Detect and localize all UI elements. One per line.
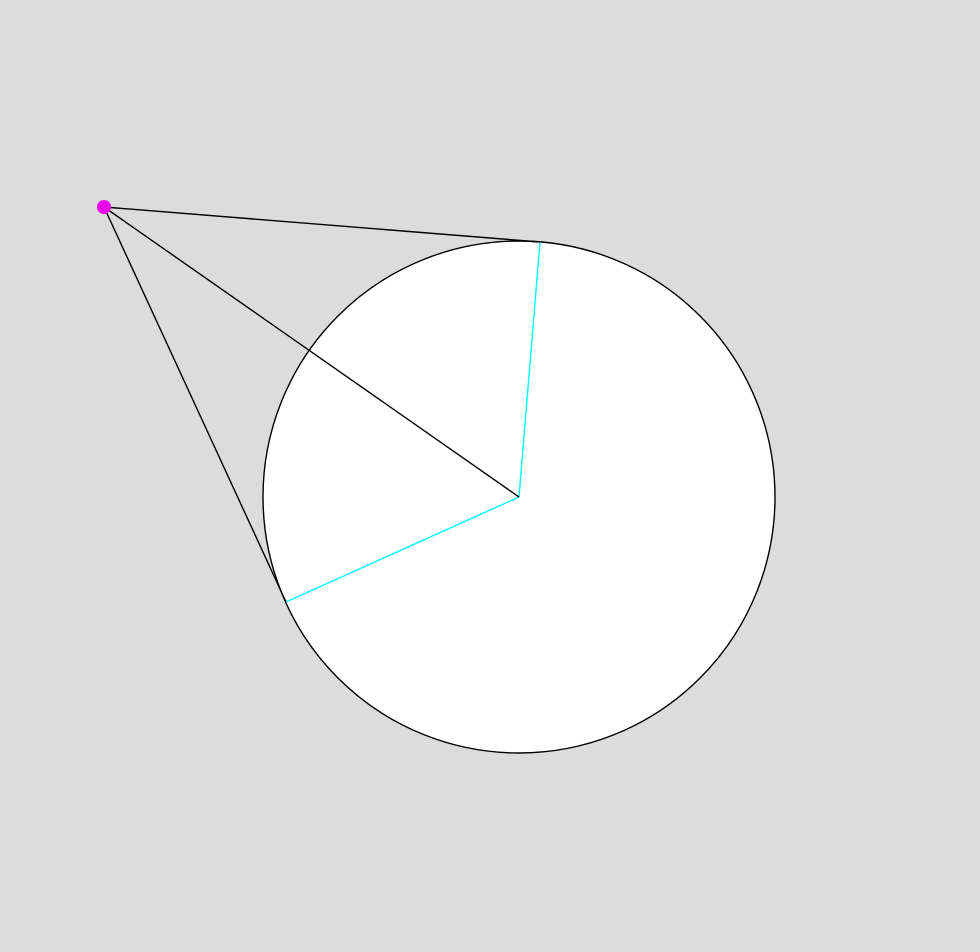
lower-tangent-line (103, 206, 287, 603)
radius-to-lower-tangent-point (285, 496, 520, 603)
upper-tangent-line (103, 206, 541, 243)
line-to-center (103, 206, 520, 498)
draggable-point[interactable] (97, 200, 111, 214)
radius-to-upper-tangent-point (518, 241, 541, 498)
